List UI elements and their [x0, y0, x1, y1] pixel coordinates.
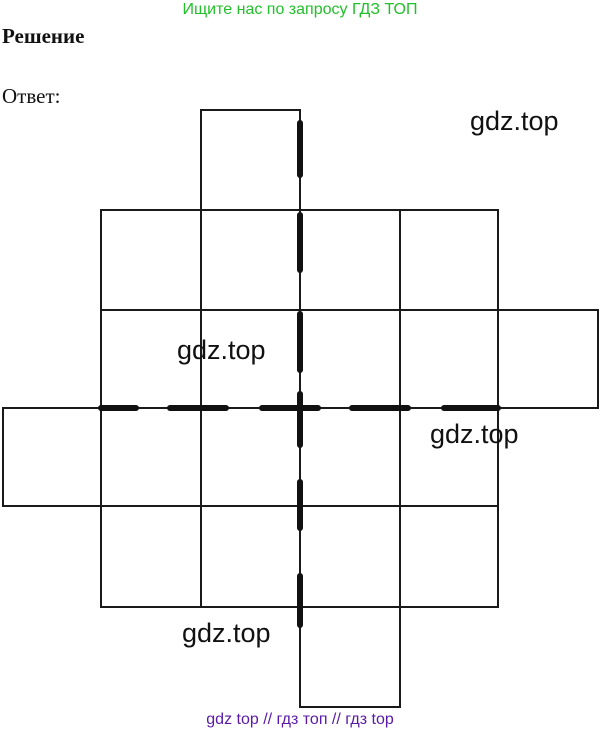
grid-cell	[2, 407, 102, 507]
grid-cell	[100, 505, 202, 608]
solution-heading: Решение	[2, 24, 85, 48]
grid-cell	[299, 505, 401, 608]
watermark-text: gdz.top	[470, 106, 559, 136]
grid-outline	[2, 109, 599, 708]
grid-cell	[200, 505, 301, 608]
grid-cell	[399, 309, 499, 409]
grid-cell	[299, 407, 401, 507]
grid-cell	[299, 309, 401, 409]
cut-lines	[98, 120, 501, 628]
grid-cell	[100, 407, 202, 507]
grid-cell	[299, 606, 401, 708]
grid-cell	[200, 209, 301, 311]
grid-cell	[299, 209, 401, 311]
watermark-text: gdz.top	[177, 335, 266, 365]
search-banner: Ищите нас по запросу ГДЗ ТОП	[182, 1, 418, 18]
grid-cell	[100, 209, 202, 311]
watermark-text: gdz.top	[430, 419, 519, 449]
grid-cell	[497, 309, 599, 409]
grid-cell	[200, 407, 301, 507]
grid-cell	[399, 505, 499, 608]
grid-cell	[200, 109, 301, 211]
grid-cell	[399, 209, 499, 311]
watermark-text: gdz.top	[182, 618, 271, 648]
answer-label: Ответ:	[2, 84, 61, 108]
footer-watermark: gdz top // гдз топ // гдз top	[206, 711, 394, 728]
